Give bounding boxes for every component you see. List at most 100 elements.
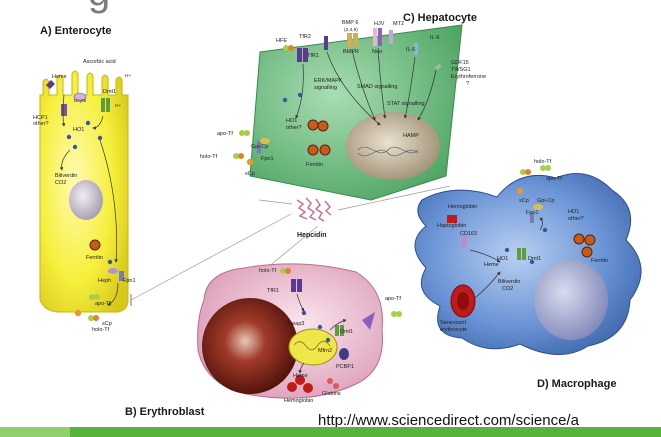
label-biliverdin-mac: Biliverdin <box>498 279 520 285</box>
erythroblast-hemoglobin-icon <box>295 375 305 385</box>
hjv-icon <box>373 28 377 46</box>
label-fpn1-hep: Fpn1 <box>261 156 274 162</box>
enterocyte-cell <box>39 70 129 321</box>
panel-label-a: A) Enterocyte <box>40 25 112 37</box>
label-scp-hep: sCp <box>245 171 255 177</box>
label-il6-receptor: IL-6 <box>406 47 415 53</box>
macrophage-nucleus <box>534 260 608 340</box>
label-erk: ERK/MAPK <box>314 78 343 84</box>
label-senescent: Senescent <box>440 320 466 326</box>
label-holo-tf-ent: holo-Tf <box>92 327 110 333</box>
label-other-mac: other? <box>568 216 584 222</box>
label-gpi-cp-hep: Gpi-Cp <box>251 144 268 150</box>
slide-footer-bar-accent <box>0 427 70 437</box>
label-heme-ent: Heme <box>52 74 67 80</box>
slide-footer-bar <box>0 427 661 437</box>
label-apo-tf-ent: apo-Tf <box>95 301 111 307</box>
heme-icon <box>46 80 55 89</box>
label-hamp: HAMP <box>403 133 419 139</box>
label-apo-tf-mac: apo-Tf <box>546 176 562 182</box>
label-heme-ery: Heme <box>293 373 308 379</box>
mitochondrion-icon <box>288 328 338 366</box>
label-apo-tf-hep: apo-Tf <box>217 131 233 137</box>
label-co2-mac: CO2 <box>502 286 513 292</box>
label-globins: Globins <box>322 391 341 397</box>
fpn1-macrophage-icon <box>530 213 534 223</box>
hepatocyte-cell <box>233 24 463 201</box>
bmpr-icon <box>347 33 352 47</box>
label-ho1-hep: HO1 <box>286 118 297 124</box>
label-scp-ent: sCp <box>102 321 112 327</box>
enterocyte-ferritin-icon <box>89 239 101 251</box>
label-tfr1-hep: TfR1 <box>307 53 319 59</box>
label-h-plus-2: H+ <box>115 103 121 109</box>
label-ferritin-ent: Ferritin <box>86 255 103 261</box>
dmt1-transporter-icon <box>101 98 105 112</box>
label-ho1-ent: HO1 <box>73 127 84 133</box>
label-tfr1-ery: TfR1 <box>267 288 279 294</box>
label-hemoglobin-ery: Hemoglobin <box>284 398 313 404</box>
label-erythrocyte: erythrocyte <box>440 327 467 333</box>
hepcidin-label: Hepcidin <box>297 232 327 239</box>
hepatocyte-nucleus <box>346 112 440 180</box>
mt2-icon <box>389 30 393 44</box>
label-ferritin-mac: Ferritin <box>591 258 608 264</box>
label-haptoglobin: Haptoglobin <box>437 223 466 229</box>
label-cd163: CD163 <box>460 231 477 237</box>
label-hemoglobin-mac: Hemoglobin <box>448 204 477 210</box>
hcp1-transporter-icon <box>61 104 67 116</box>
pcbp1-icon <box>339 348 349 360</box>
hepatocyte-ferritin-icon <box>307 119 319 131</box>
label-bmp6: BMP 6 <box>342 20 358 26</box>
panel-label-b: B) Erythroblast <box>125 406 205 418</box>
label-other-hep: other? <box>286 125 302 131</box>
panel-label-d: D) Macrophage <box>537 378 616 390</box>
enterocyte-nucleus <box>69 180 103 220</box>
label-gpi-cp-mac: Gpi-Cp <box>537 198 554 204</box>
label-co2-ent: CO2 <box>55 180 66 186</box>
label-stat: STAT signalling <box>387 101 425 107</box>
label-h-plus-1: H+ <box>125 73 131 79</box>
erythroblast-nucleus <box>202 298 298 394</box>
source-url[interactable]: http://www.sciencedirect.com/science/a <box>318 412 579 429</box>
label-gdf15: GDF15 <box>451 60 469 66</box>
label-dmt1-ery: Dmt1 <box>340 329 353 335</box>
label-il6: IL-6 <box>430 35 439 41</box>
slide-title-fragment: g <box>88 0 110 15</box>
label-holo-tf-ery: holo-Tf <box>259 268 277 274</box>
macrophage-ferritin-icon <box>573 233 585 245</box>
tfr1-erythroblast-icon <box>291 279 296 292</box>
hfe-tfr2-icon <box>324 36 328 50</box>
il6-receptor-icon <box>414 43 418 55</box>
label-ho1-mac: HO1 <box>497 256 508 262</box>
label-dmt1-mac: Dmt1 <box>528 256 541 262</box>
label-dmt1-ent: Dmt1 <box>103 89 116 95</box>
macrophage-cell <box>414 165 642 355</box>
label-fpn1-mac: Fpn1 <box>526 210 539 216</box>
dmt1-erythroblast-icon <box>335 325 339 336</box>
label-holo-tf-mac: holo-Tf <box>534 159 552 165</box>
label-fpn1-ent: Fpn1 <box>123 278 136 284</box>
tfr1-hepatocyte-icon <box>297 48 302 62</box>
label-mt2: MT2 <box>393 21 404 27</box>
label-twsg1: TWSG1 <box>451 67 471 73</box>
fpn1-hepatocyte-icon <box>257 141 261 153</box>
label-erk-2: signalling <box>314 85 337 91</box>
label-apo-tf-ery: apo-Tf <box>385 296 401 302</box>
label-mfrn2: Mfrn2 <box>318 348 332 354</box>
erythroferrone-receptor-icon <box>434 63 442 71</box>
dcytb-icon <box>73 92 87 102</box>
fpn1-enterocyte-icon <box>119 271 124 281</box>
label-scp-mac: sCp <box>519 198 529 204</box>
label-pcbp1: PCBP1 <box>336 364 354 370</box>
apo-tf-exit-icon <box>362 312 375 330</box>
label-heph: Heph <box>98 278 111 284</box>
label-q: ? <box>466 81 469 87</box>
label-ho1-other-mac: HO1 <box>568 209 579 215</box>
label-steap3: Steap3 <box>287 321 304 327</box>
erythroblast-cell <box>197 263 402 399</box>
label-ascorbic-acid: Ascorbic acid <box>83 59 116 65</box>
